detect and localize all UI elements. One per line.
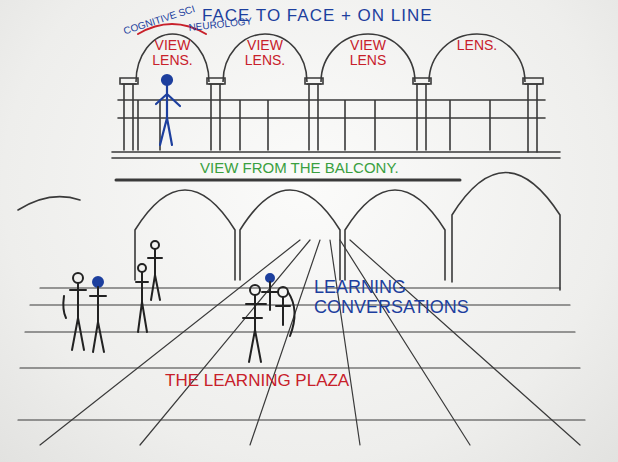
person-head xyxy=(73,273,83,283)
person-body xyxy=(148,249,162,300)
plaza-note: LEARNING CONVERSATIONS xyxy=(314,278,489,318)
table xyxy=(243,317,262,319)
field-label: NEUROLOGY xyxy=(188,15,259,33)
plaza-floor xyxy=(18,240,585,445)
arch-bay: LENS. xyxy=(429,30,525,80)
arch-label: LENS. xyxy=(448,30,506,53)
floor-line xyxy=(40,240,580,445)
rail xyxy=(118,100,545,150)
person-head xyxy=(138,264,146,272)
person-head xyxy=(93,277,103,287)
person-head xyxy=(151,241,159,249)
lower-arches xyxy=(18,173,560,291)
arch-bay: VIEW LENS. xyxy=(223,30,307,80)
person-body xyxy=(246,295,266,362)
balcony-ledge xyxy=(116,179,460,182)
balcony-label: VIEW FROM THE BALCONY. xyxy=(200,160,460,177)
arch-label: VIEW LENS. xyxy=(144,30,202,69)
floor-line xyxy=(18,288,585,420)
arch xyxy=(452,173,560,291)
person-body xyxy=(276,292,295,336)
arch-stub xyxy=(18,197,80,210)
person-head xyxy=(266,274,274,282)
column xyxy=(209,84,223,150)
person-body xyxy=(136,272,148,332)
balcony-rail xyxy=(112,100,560,158)
balcony-figure xyxy=(156,75,180,145)
person-head xyxy=(250,285,260,295)
balcony-floor xyxy=(112,152,560,158)
people xyxy=(63,241,294,362)
upper-columns xyxy=(120,78,543,152)
person-head xyxy=(278,287,288,297)
column-base xyxy=(120,78,543,84)
arch xyxy=(135,190,235,280)
arch-bay: VIEW LENS. xyxy=(136,30,209,80)
column xyxy=(307,84,321,150)
plaza-label: THE LEARNING PLAZA xyxy=(165,372,385,391)
arch-label: VIEW LENS xyxy=(339,30,397,69)
arch xyxy=(240,190,340,280)
figure-head xyxy=(162,75,172,85)
arch xyxy=(345,190,445,280)
arch-bay: VIEW LENS xyxy=(321,30,415,80)
arch-label: VIEW LENS. xyxy=(236,30,294,69)
column xyxy=(415,84,429,150)
person-body xyxy=(63,283,86,350)
person-body xyxy=(90,287,106,352)
figure-body xyxy=(156,85,180,145)
column xyxy=(122,84,136,150)
